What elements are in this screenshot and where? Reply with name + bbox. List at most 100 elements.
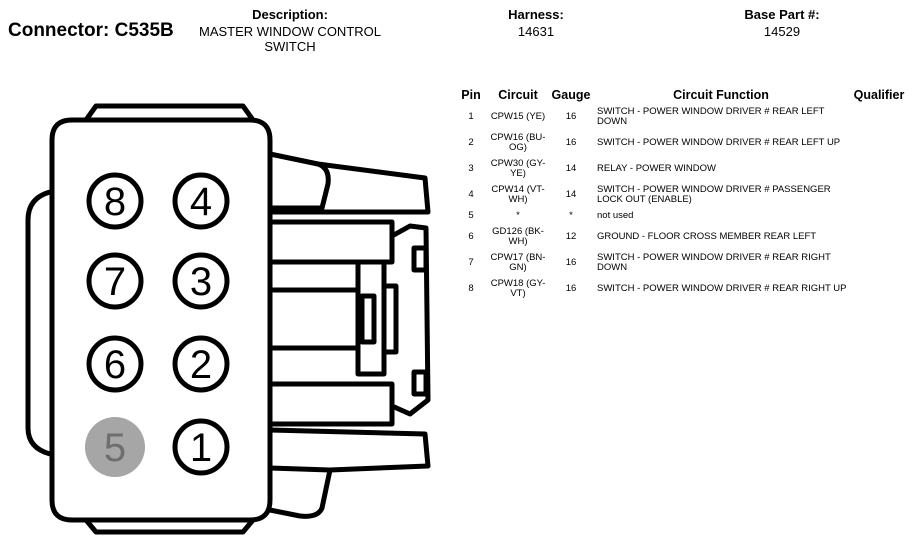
circuit-function-cell: SWITCH - POWER WINDOW DRIVER # PASSENGER… bbox=[597, 184, 831, 205]
pin-cell: 6 bbox=[468, 231, 474, 242]
pin-cavity-4: 4 bbox=[172, 172, 230, 230]
cavity-circle bbox=[86, 172, 144, 230]
left-side-rib bbox=[25, 189, 51, 457]
middle-upper-block bbox=[270, 219, 395, 265]
cavity-circle bbox=[172, 172, 230, 230]
header-circuit-function: Circuit Function bbox=[673, 88, 769, 102]
gauge-cell: * bbox=[569, 210, 573, 221]
qualifier-cell bbox=[849, 224, 909, 250]
circuit-function-cell: SWITCH - POWER WINDOW DRIVER # REAR LEFT… bbox=[597, 106, 825, 127]
cavity-number: 3 bbox=[190, 260, 212, 304]
pin-cell: 1 bbox=[468, 111, 474, 122]
circuit-function-cell: not used bbox=[597, 210, 634, 221]
unused-cavity-circle bbox=[85, 417, 145, 477]
circuit-cell: CPW17 (BN-GN) bbox=[490, 252, 546, 273]
cavity-number: 4 bbox=[190, 180, 212, 224]
pin-cavity-3: 3 bbox=[172, 252, 230, 310]
pin-cell: 8 bbox=[468, 283, 474, 294]
circuit-cell: CPW16 (BU-OG) bbox=[490, 132, 546, 153]
table-row: 6 GD126 (BK-WH) 12 GROUND - FLOOR CROSS MEM… bbox=[455, 224, 909, 250]
circuit-function-cell: GROUND - FLOOR CROSS MEMBER REAR LEFT bbox=[597, 231, 817, 242]
lock-slot bbox=[355, 259, 387, 377]
connector-title: Connector: C535B bbox=[8, 20, 174, 41]
description-label: Description: bbox=[252, 7, 328, 22]
header-pin: Pin bbox=[461, 88, 481, 102]
connector-face-diagram: 8 4 7 3 6 2 5 1 bbox=[25, 103, 431, 535]
pin-cell: 7 bbox=[468, 257, 474, 268]
middle-block-lines bbox=[270, 287, 358, 351]
header-circuit: Circuit bbox=[498, 88, 538, 102]
header-gauge: Gauge bbox=[551, 88, 591, 102]
harness-value: 14631 bbox=[517, 24, 555, 39]
table-row: 8 CPW18 (GY-VT) 16 SWITCH - POWER WINDOW DR… bbox=[455, 276, 909, 302]
pin-cell: 3 bbox=[468, 163, 474, 174]
cavity-circle bbox=[86, 252, 144, 310]
cavity-number: 8 bbox=[104, 180, 126, 224]
gauge-cell: 14 bbox=[565, 189, 577, 200]
pinout-table: Pin Circuit Gauge Circuit Function Quali… bbox=[455, 86, 909, 302]
gauge-cell: 14 bbox=[565, 163, 577, 174]
table-row: 4 CPW14 (VT-WH) 14 SWITCH - POWER WINDOW DR… bbox=[455, 182, 909, 208]
circuit-function-cell: RELAY - POWER WINDOW bbox=[597, 163, 716, 174]
qualifier-cell bbox=[849, 208, 909, 224]
description-block: Description: MASTER WINDOW CONTROL SWITC… bbox=[190, 7, 390, 54]
pin-cavity-7: 7 bbox=[86, 252, 144, 310]
connector-housing bbox=[49, 117, 273, 523]
upper-latch-rail bbox=[270, 161, 431, 215]
middle-lower-block bbox=[270, 381, 395, 427]
cavity-number: 2 bbox=[190, 343, 212, 387]
cavity-number: 6 bbox=[104, 343, 126, 387]
cavity-number: 5 bbox=[104, 426, 126, 470]
cavity-circle bbox=[86, 335, 144, 393]
pin-cavity-1: 1 bbox=[172, 418, 230, 476]
header-qualifier: Qualifier bbox=[853, 88, 905, 102]
circuit-cell: CPW18 (GY-VT) bbox=[490, 278, 546, 299]
pin-cell: 4 bbox=[468, 189, 474, 200]
gauge-cell: 12 bbox=[565, 231, 577, 242]
table-row: 2 CPW16 (BU-OG) 16 SWITCH - POWER WINDOW DR… bbox=[455, 130, 909, 156]
pin-cavity-2: 2 bbox=[172, 335, 230, 393]
qualifier-cell bbox=[849, 182, 909, 208]
lower-latch-rail bbox=[269, 427, 431, 473]
pin-cell: 2 bbox=[468, 137, 474, 148]
table-row: 5 * * not used bbox=[455, 208, 909, 224]
circuit-cell: GD126 (BK-WH) bbox=[492, 226, 544, 247]
qualifier-cell bbox=[849, 250, 909, 276]
gauge-cell: 16 bbox=[565, 283, 577, 294]
qualifier-cell bbox=[849, 156, 909, 182]
cavity-circle bbox=[172, 335, 230, 393]
qualifier-cell bbox=[849, 130, 909, 156]
lock-notch-bottom bbox=[411, 369, 429, 397]
qualifier-cell bbox=[849, 276, 909, 302]
gauge-cell: 16 bbox=[565, 137, 577, 148]
circuit-function-cell: SWITCH - POWER WINDOW DRIVER # REAR RIGH… bbox=[597, 283, 847, 294]
description-value: MASTER WINDOW CONTROL SWITCH bbox=[199, 24, 381, 54]
lock-slot-inner bbox=[359, 293, 377, 345]
lock-slot-tab bbox=[384, 283, 399, 355]
pin-cell: 5 bbox=[468, 210, 474, 221]
base-part-block: Base Part #: 14529 bbox=[732, 7, 832, 39]
pin-cavity-6: 6 bbox=[86, 335, 144, 393]
qualifier-cell bbox=[849, 104, 909, 130]
cavity-circle bbox=[172, 252, 230, 310]
circuit-cell: CPW14 (VT-WH) bbox=[491, 184, 545, 205]
cavity-number: 1 bbox=[190, 426, 212, 470]
base-part-value: 14529 bbox=[763, 24, 801, 39]
circuit-function-cell: SWITCH - POWER WINDOW DRIVER # REAR RIGH… bbox=[597, 252, 831, 273]
circuit-cell: CPW15 (YE) bbox=[490, 111, 546, 122]
base-part-label: Base Part #: bbox=[744, 7, 820, 22]
cavity-number: 7 bbox=[104, 260, 126, 304]
circuit-cell: * bbox=[516, 210, 520, 221]
pin-cavity-8: 8 bbox=[86, 172, 144, 230]
circuit-function-cell: SWITCH - POWER WINDOW DRIVER # REAR LEFT… bbox=[597, 137, 841, 148]
pinout-header-row: Pin Circuit Gauge Circuit Function Quali… bbox=[455, 86, 909, 104]
bottom-latch-tab bbox=[84, 518, 255, 535]
top-latch-tab bbox=[83, 103, 256, 122]
pin-cavity-5: 5 bbox=[85, 417, 145, 477]
harness-label: Harness: bbox=[508, 7, 564, 22]
cavity-circle bbox=[172, 418, 230, 476]
lower-latch-arm bbox=[269, 465, 333, 519]
